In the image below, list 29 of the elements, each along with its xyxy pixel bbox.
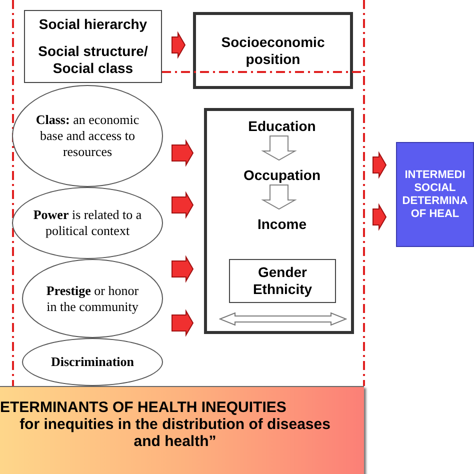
node-text: INTERMEDI SOCIAL DETERMINA OF HEAL [401,168,469,220]
node-text: Social hierarchy [38,16,148,33]
hollow-arrow [261,184,297,210]
outcome-box [396,142,474,247]
label-box [229,259,336,303]
node-text: Income [257,216,306,232]
node-text: Gender Ethnicity [252,264,314,298]
summary-banner [0,386,364,474]
node-text: Class: an economic base and access to resources [34,112,140,160]
block-arrow [372,203,387,231]
label-box [24,10,162,83]
block-arrow [172,191,194,219]
category-box [204,108,354,334]
block-arrow [172,255,194,283]
block-arrow [172,31,186,59]
node-text: Education [248,118,316,134]
block-arrow [372,151,387,179]
node-text: Socioeconomic position [220,34,326,68]
banner-subtitle: for inequities in the distribution of diseases and health” [18,416,332,450]
hollow-arrow [261,136,297,161]
block-arrow [172,309,194,337]
banner-heading: ETERMINANTS OF HEALTH INEQUITIES [0,399,288,416]
node-text: Occupation [243,166,320,184]
block-arrow [172,139,194,167]
node-text: Prestige or honor in the community [45,282,140,314]
category-box [193,12,353,89]
node-text: Discrimination [50,354,134,370]
node-text: Power is related to a political context [33,207,142,239]
node-text: Social structure/ Social class [37,43,149,77]
